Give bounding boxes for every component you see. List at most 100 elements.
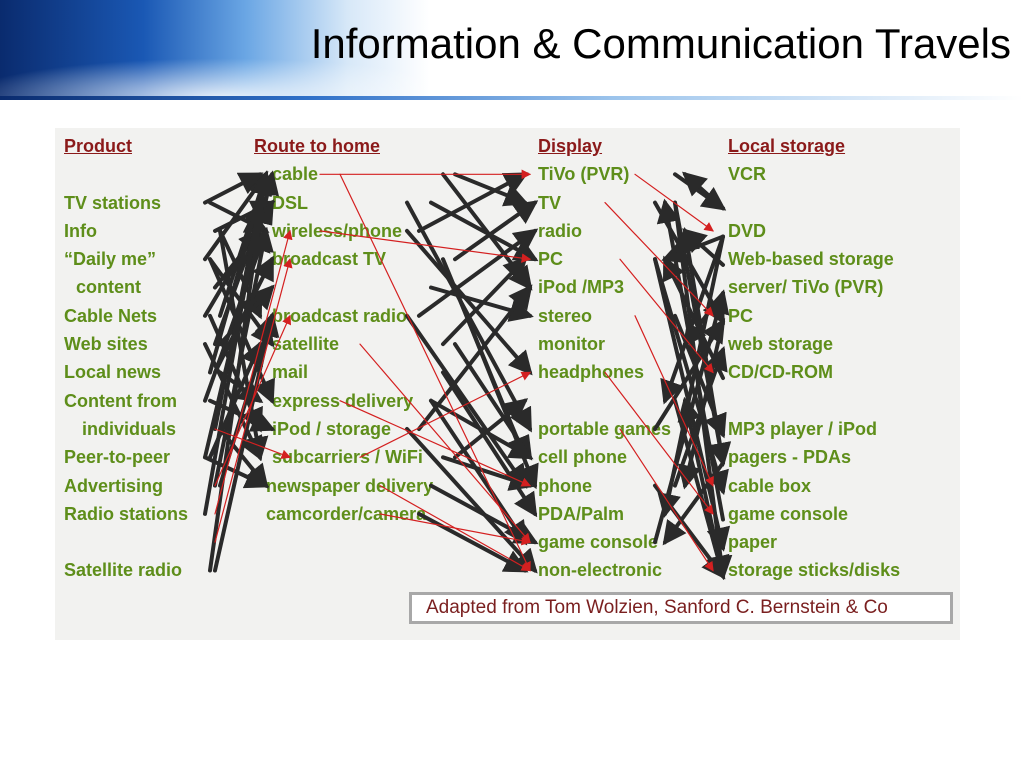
display-item: portable games (538, 418, 672, 439)
route-display-arrow (429, 398, 528, 546)
product-item: individuals (82, 418, 177, 439)
route-item: wireless/phone (272, 220, 403, 241)
product-item: Local news (64, 362, 162, 383)
source-credit: Adapted from Tom Wolzien, Sanford C. Ber… (409, 592, 953, 624)
product-route-arrow (208, 340, 263, 460)
display-item: TiVo (PVR) (538, 164, 630, 185)
storage-item: VCR (728, 164, 767, 185)
storage-display-arrow (662, 460, 725, 546)
storage-item: cable box (728, 475, 812, 496)
storage-item (728, 387, 900, 415)
product-route-arrow (203, 342, 263, 461)
display-storage-arrow (673, 200, 733, 581)
storage-display-arrow (660, 234, 725, 405)
storage-item: PC (728, 305, 754, 326)
route-item: subcarriers / WiFi (254, 443, 433, 471)
route-display-arrow (429, 398, 534, 460)
storage-item: server/ TiVo (PVR) (728, 277, 884, 298)
product-item: Advertising (64, 475, 164, 496)
product-route-arrow (208, 313, 263, 433)
route-column: Route to home cable DSL wireless/phone b… (254, 132, 433, 528)
route-item (254, 273, 433, 301)
product-item: Peer-to-peer (64, 447, 171, 468)
route-item: express delivery (272, 390, 414, 411)
storage-display-arrow (682, 171, 725, 211)
display-column: Display TiVo (PVR) TV radio PC iPod /MP3… (538, 132, 671, 585)
storage-item: pagers - PDAs (728, 447, 852, 468)
product-item (64, 528, 188, 556)
storage-display-arrow (676, 226, 725, 465)
route-item: iPod / storage (272, 418, 392, 439)
route-display-arrow (441, 256, 528, 347)
route-item-wifi: WiFi (385, 447, 423, 468)
route-display-arrow (441, 370, 538, 518)
display-storage-arrow (673, 172, 727, 211)
display-item: TV (538, 192, 562, 213)
product-header: Product (64, 136, 133, 156)
display-storage-arrow (673, 398, 730, 581)
route-display-arrow (417, 284, 533, 431)
product-item: Web sites (64, 334, 148, 355)
display-item: PC (538, 249, 564, 270)
product-item: Info (64, 220, 97, 241)
slide-title: Information & Communication Travels (310, 20, 1011, 67)
route-display-arrow (429, 200, 539, 262)
route-item-text: subcarriers / (272, 447, 386, 468)
storage-item: MP3 player / iPod (728, 418, 878, 439)
route-display-arrow (453, 285, 539, 490)
route-item: camcorder/camera (266, 503, 427, 524)
route-item: cable (272, 164, 319, 185)
display-item: game console (538, 532, 659, 553)
product-item (64, 160, 188, 188)
storage-item: DVD (728, 220, 767, 241)
product-item: content (76, 277, 141, 298)
storage-display-arrow (682, 228, 725, 267)
route-display-arrow (453, 200, 539, 262)
display-item: PDA/Palm (538, 503, 625, 524)
route-display-arrow (441, 257, 529, 461)
route-item: mail (272, 362, 309, 383)
display-item: radio (538, 220, 583, 241)
route-display-arrow (429, 285, 534, 322)
product-item: “Daily me” (64, 249, 157, 270)
product-route-arrow (203, 172, 264, 205)
slide-header: Information & Communication Travels (0, 0, 1023, 100)
display-item: headphones (538, 362, 645, 383)
display-item: phone (538, 475, 592, 496)
route-item: broadcast TV (272, 249, 387, 270)
route-display-arrow (429, 483, 539, 545)
storage-display-arrow (677, 396, 725, 579)
product-item: Cable Nets (64, 305, 158, 326)
display-header: Display (538, 136, 603, 156)
route-display-arrow (417, 172, 529, 233)
display-item: cell phone (538, 447, 628, 468)
storage-display-arrow (682, 291, 725, 348)
storage-item (728, 189, 900, 217)
route-display-arrow (441, 455, 534, 491)
route-display-arrow (453, 172, 529, 207)
display-item: iPod /MP3 (538, 277, 625, 298)
display-storage-arrow (673, 313, 727, 439)
route-display-arrow (453, 342, 533, 461)
display-item: non-electronic (538, 560, 663, 581)
product-item: Content from (64, 390, 177, 411)
header-rule (0, 96, 1023, 100)
storage-item: storage sticks/disks (728, 560, 901, 581)
storage-item: game console (728, 503, 849, 524)
storage-display-arrow (661, 234, 725, 264)
product-column: Product TV stations Info “Daily me” cont… (64, 132, 188, 585)
product-item: Radio stations (64, 503, 189, 524)
route-item: satellite (272, 334, 340, 355)
flow-diagram: Product TV stations Info “Daily me” cont… (55, 128, 960, 640)
route-item: broadcast radio (272, 305, 408, 326)
storage-display-arrow (662, 255, 725, 381)
display-storage-arrow (673, 345, 728, 488)
product-route-arrow (203, 198, 269, 516)
route-display-arrow (453, 398, 529, 460)
route-display-arrow (417, 228, 539, 318)
storage-display-arrow (677, 319, 725, 490)
storage-column: Local storage VCR DVD Web-based storage … (728, 132, 900, 585)
product-item: TV stations (64, 192, 162, 213)
storage-item: web storage (728, 334, 834, 355)
product-item: Satellite radio (64, 560, 183, 581)
